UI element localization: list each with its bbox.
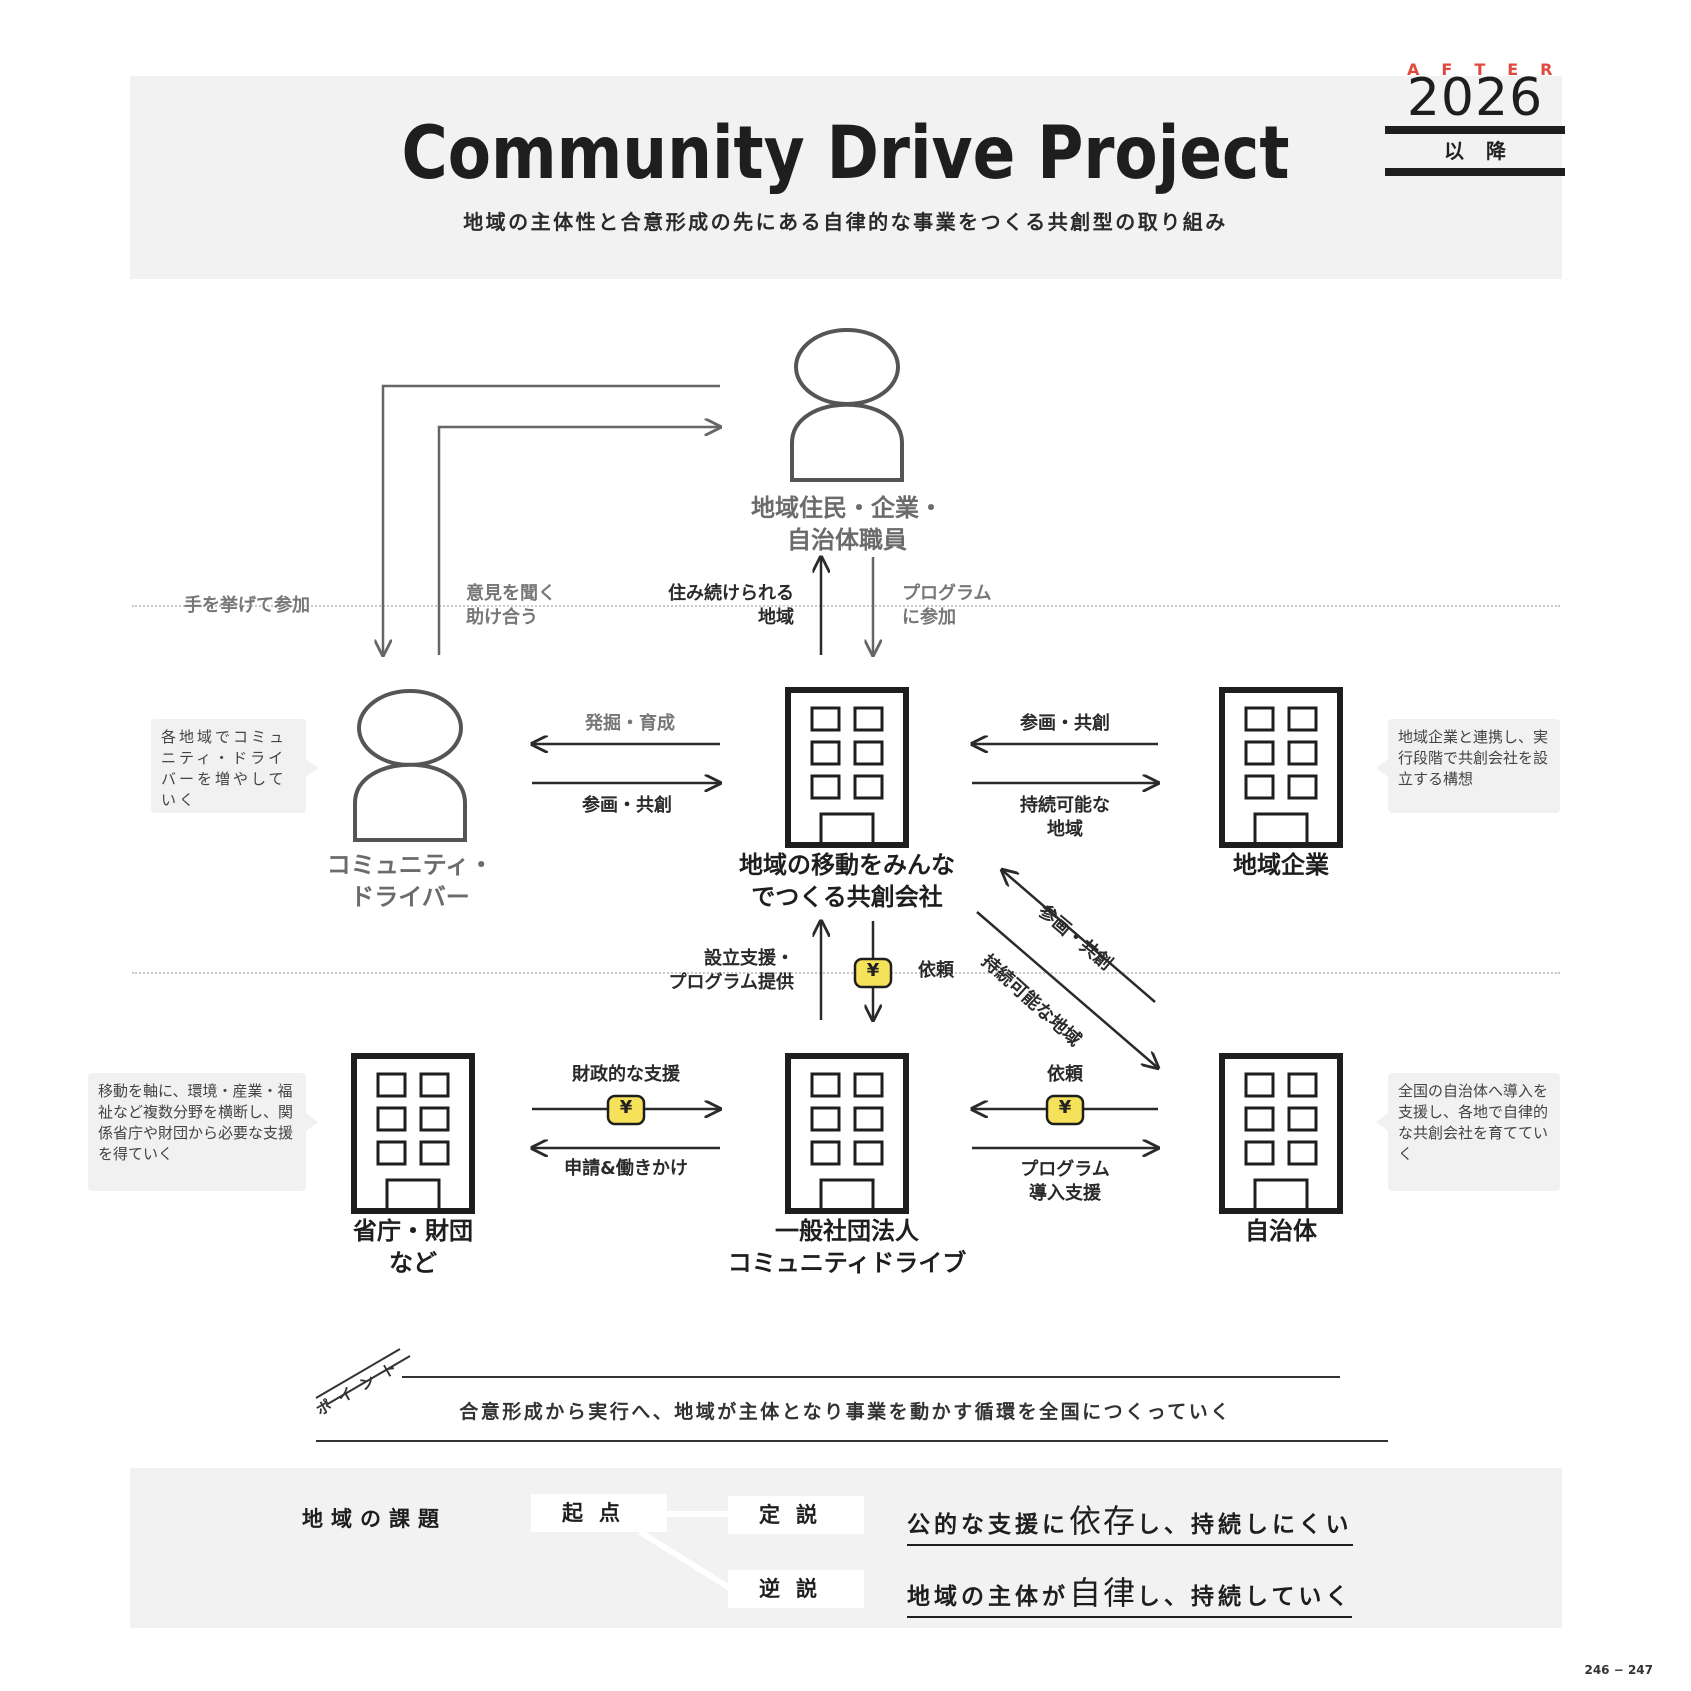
header-panel	[130, 76, 1562, 279]
node-driver-label: コミュニティ・ ドライバー	[270, 849, 550, 913]
node-local-business-label: 地域企業	[1233, 851, 1329, 879]
flow-raise-hand-label: 手を挙げて参加	[184, 595, 310, 616]
note-pointer	[1376, 759, 1388, 777]
flow-plan-cocreate-right-label: 参画・共創	[1020, 713, 1110, 734]
arrow-listen-help	[437, 427, 720, 655]
issue-label: 地域の課題	[302, 1507, 447, 1531]
dotted-divider	[132, 605, 1560, 607]
note-driver: 各地域でコミュニティ・ドライバーを増やしていく	[151, 719, 318, 813]
flow-program-support-label: プログラム 導入支援	[975, 1158, 1155, 1206]
node-ministry-line: など	[389, 1249, 437, 1277]
flow-keep-living-label: 住み続けられる 地域	[590, 582, 794, 630]
node-municipality-label: 自治体	[1245, 1217, 1317, 1245]
badge-since-label: 以降	[1444, 139, 1528, 163]
origin-box: 起点	[531, 1494, 667, 1532]
note-pointer	[1376, 1113, 1388, 1131]
flow-line: プログラム	[1020, 1159, 1110, 1180]
note-business: 地域企業と連携し、実行段階で共創会社を設立する構想	[1376, 719, 1560, 813]
note-pointer	[306, 1113, 318, 1131]
flow-line: 住み続けられる	[668, 583, 794, 604]
flow-line: 持続可能な	[1020, 795, 1110, 816]
flow-line: 意見を聞く	[466, 583, 556, 604]
claim-emphasis: 依存	[1069, 1502, 1138, 1540]
flow-line: 導入支援	[1029, 1183, 1101, 1204]
node-association-line: 一般社団法人	[775, 1217, 919, 1245]
page-number: 246 − 247	[1584, 1663, 1653, 1677]
antithesis-box: 逆説	[728, 1570, 864, 1608]
thesis-claim: 公的な支援に依存し、持続しにくい	[907, 1496, 1353, 1546]
node-residents-line: 自治体職員	[787, 526, 907, 554]
node-cocreation-line: でつくる共創会社	[751, 883, 943, 911]
flow-listen-help-label: 意見を聞く 助け合う	[466, 582, 556, 630]
node-ministry-line: 省庁・財団	[353, 1217, 473, 1245]
node-ministry-label: 省庁・財団 など	[293, 1215, 533, 1279]
yen-coin-icon	[1045, 1094, 1085, 1126]
point-text: 合意形成から実行へ、地域が主体となり事業を動かす循環を全国につくっていく	[459, 1401, 1232, 1423]
flow-setup-support-label: 設立支援・ プログラム提供	[590, 947, 794, 995]
flow-line: に参加	[902, 607, 956, 628]
flow-request-right-label: 依頼	[1047, 1064, 1083, 1085]
yen-symbol: ¥	[1058, 1097, 1072, 1118]
note-business-text: 地域企業と連携し、実行段階で共創会社を設立する構想	[1398, 728, 1549, 788]
person-icon-residents	[790, 328, 904, 482]
node-association-label: 一般社団法人 コミュニティドライブ	[667, 1215, 1027, 1279]
node-driver-line: ドライバー	[350, 883, 470, 911]
note-municipality-text: 全国の自治体へ導入を支援し、各地で自律的な共創会社を育てていく	[1398, 1082, 1549, 1163]
node-residents-line: 地域住民・企業・	[751, 494, 943, 522]
flow-line: 設立支援・	[704, 948, 794, 969]
node-association-line: コミュニティドライブ	[727, 1249, 967, 1277]
note-municipality: 全国の自治体へ導入を支援し、各地で自律的な共創会社を育てていく	[1376, 1073, 1560, 1191]
node-residents-label: 地域住民・企業・ 自治体職員	[687, 492, 1007, 556]
badge-rule	[1385, 168, 1565, 176]
note-pointer	[306, 759, 318, 777]
dotted-divider	[132, 972, 1560, 974]
arrow-raise-hand	[383, 384, 720, 655]
flow-request-center-label: 依頼	[918, 960, 954, 981]
point-slash	[325, 1355, 411, 1406]
flow-sustainable-right-label: 持続可能な 地域	[975, 794, 1155, 842]
node-cocreation-label: 地域の移動をみんな でつくる共創会社	[667, 849, 1027, 913]
flow-financial-support-label: 財政的な支援	[572, 1064, 680, 1085]
page-title: Community Drive Project	[401, 109, 1290, 197]
person-icon-driver	[353, 689, 467, 842]
flow-apply-lobby-label: 申請&働きかけ	[564, 1158, 688, 1179]
note-ministry-text: 移動を軸に、環境・産業・福祉など複数分野を横断し、関係省庁や財団から必要な支援を…	[98, 1082, 294, 1163]
claim-emphasis: 自律	[1069, 1574, 1138, 1612]
badge-after-label: AFTER	[1407, 60, 1575, 79]
badge-rule	[1385, 126, 1565, 134]
note-ministry: 移動を軸に、環境・産業・福祉など複数分野を横断し、関係省庁や財団から必要な支援を…	[88, 1073, 318, 1191]
node-driver-line: コミュニティ・	[326, 851, 494, 879]
claim-text: し、持続しにくい	[1137, 1512, 1353, 1538]
flow-plan-cocreate-left-label: 参画・共創	[582, 795, 672, 816]
page-subtitle: 地域の主体性と合意形成の先にある自律的な事業をつくる共創型の取り組み	[463, 210, 1228, 234]
flow-line: 地域	[758, 607, 794, 628]
claim-text: 地域の主体が	[907, 1584, 1069, 1610]
flow-discover-train-label: 発掘・育成	[585, 713, 675, 734]
point-slash	[315, 1348, 401, 1399]
claim-text: 公的な支援に	[907, 1512, 1069, 1538]
flow-line: プログラム	[902, 583, 992, 604]
yen-coin-icon	[853, 957, 893, 989]
yen-symbol: ¥	[866, 960, 880, 981]
arrow-sustainable-diag	[976, 911, 1158, 1068]
yen-coin-icon	[606, 1094, 646, 1126]
thesis-box: 定説	[728, 1496, 864, 1534]
yen-symbol: ¥	[619, 1097, 633, 1118]
flow-line: 地域	[1047, 819, 1083, 840]
badge-year: 2026	[1406, 68, 1544, 128]
arrow-plan-cocreate-diag	[1002, 870, 1156, 1003]
connector-line	[638, 1529, 732, 1591]
after-2026-badge: AFTER 2026 以降	[1385, 60, 1565, 176]
node-cocreation-line: 地域の移動をみんな	[739, 851, 955, 879]
flow-line: 助け合う	[466, 607, 538, 628]
flow-join-program-label: プログラム に参加	[902, 582, 991, 630]
flow-line: プログラム提供	[668, 972, 794, 993]
claim-text: し、持続していく	[1137, 1584, 1353, 1610]
antithesis-claim: 地域の主体が自律し、持続していく	[907, 1568, 1353, 1618]
note-driver-text: 各地域でコミュニティ・ドライバーを増やしていく	[161, 728, 288, 809]
